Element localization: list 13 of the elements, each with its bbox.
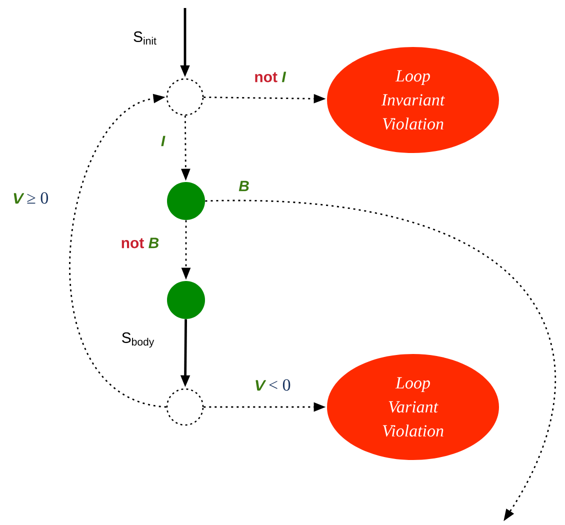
edge-label: B xyxy=(238,180,250,192)
junction-dot xyxy=(167,182,205,220)
edge-label: V < 0 xyxy=(252,378,292,392)
edge-label: not B xyxy=(120,236,160,250)
empty-circle xyxy=(166,388,204,426)
edge-label: S$_{body}$ xyxy=(120,331,156,349)
edge-label: S$_{init}$ xyxy=(132,30,158,46)
edge-label: not I xyxy=(253,70,287,84)
edge-label: V ≥ 0 xyxy=(10,191,50,205)
junction-dot xyxy=(167,281,205,319)
edge-label: I xyxy=(160,134,166,148)
empty-circle xyxy=(166,78,204,116)
arrow xyxy=(69,94,166,408)
